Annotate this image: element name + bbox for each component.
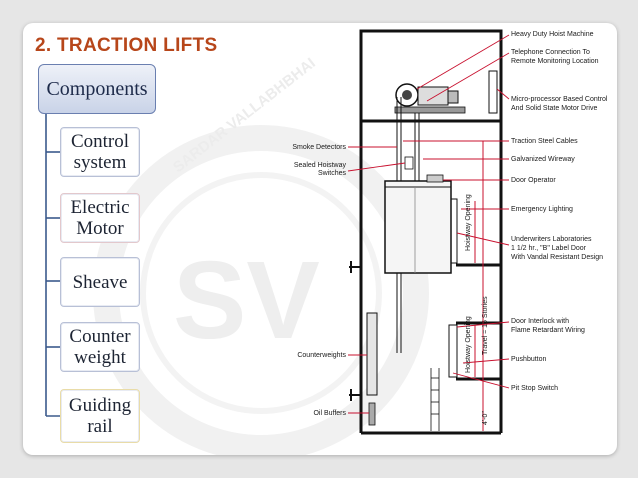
component-line: Guiding (68, 395, 132, 416)
component-line: Control (70, 131, 130, 152)
leader-lines (347, 34, 510, 414)
label-counterweights: Counterweights (297, 352, 346, 359)
traction-lift-diagram: Heavy Duty Hoist Machine Telephone Conne… (292, 29, 608, 435)
label-oil-buffers: Oil Buffers (313, 410, 346, 417)
label-switches: Switches (318, 170, 347, 177)
label-vandal-resistant: With Vandal Resistant Design (511, 254, 603, 261)
control-cabinet (488, 70, 498, 114)
label-emergency-lighting: Emergency Lighting (511, 206, 573, 213)
label-travel: Travel = 16 Stories (482, 296, 489, 355)
label-hoist-machine: Heavy Duty Hoist Machine (511, 31, 594, 38)
label-pit-stop-switch: Pit Stop Switch (511, 385, 558, 392)
counterweight (366, 312, 378, 396)
label-door-operator: Door Operator (511, 177, 556, 184)
slide: SARDAR VALLABHBHAI SV 2. TRACTION LIFTS … (23, 23, 617, 455)
component-line: Electric (70, 197, 130, 218)
watermark-seal: SARDAR VALLABHBHAI SV (93, 55, 429, 455)
label-underwriters: Underwriters Laboratories (511, 236, 592, 243)
hall-fixtures (349, 261, 361, 401)
label-wireway: Galvanized Wireway (511, 156, 575, 163)
slide-title: 2. TRACTION LIFTS (35, 35, 218, 56)
oil-buffer (368, 402, 376, 426)
pit-ladder (430, 368, 440, 431)
hoistway-walls (359, 119, 503, 435)
component-line: weight (74, 347, 126, 368)
label-sealed-hoistway: Sealed Hoistway (294, 162, 347, 169)
label-hoistway-opening-lower: Hoistway Opening (465, 316, 472, 373)
label-door-interlock: Door Interlock with (511, 318, 569, 325)
label-microprocessor-control: Micro-processor Based Control (511, 96, 608, 103)
label-pit-depth: 4'-0" (482, 411, 489, 425)
component-line: Counter (69, 326, 131, 347)
component-sheave: Sheave (60, 257, 140, 307)
component-line: Sheave (72, 271, 128, 293)
label-traction-cables: Traction Steel Cables (511, 138, 578, 145)
landing-door-lower (448, 324, 458, 378)
component-line: Motor (76, 218, 124, 239)
elevator-car (384, 156, 452, 274)
label-label-door: 1 1/2 hr., "B" Label Door (511, 245, 587, 252)
hoist-machine (394, 83, 466, 114)
label-telephone-connection: Telephone Connection To (511, 49, 590, 56)
label-remote-monitoring: Remote Monitoring Location (511, 58, 599, 65)
components-root-node: Components (38, 64, 156, 114)
label-flame-retardant: Flame Retardant Wiring (511, 327, 585, 334)
label-hoistway-opening-upper: Hoistway Opening (465, 194, 472, 251)
floor-slabs (456, 263, 501, 381)
component-line: rail (87, 416, 113, 437)
label-pushbutton: Pushbutton (511, 356, 547, 363)
tree-connectors (45, 112, 60, 417)
label-smoke-detectors: Smoke Detectors (292, 144, 346, 151)
label-motor-drive: And Solid State Motor Drive (511, 105, 597, 112)
dimension-lines (474, 141, 484, 431)
watermark-logo: SV (173, 239, 320, 362)
component-line: system (73, 152, 127, 173)
